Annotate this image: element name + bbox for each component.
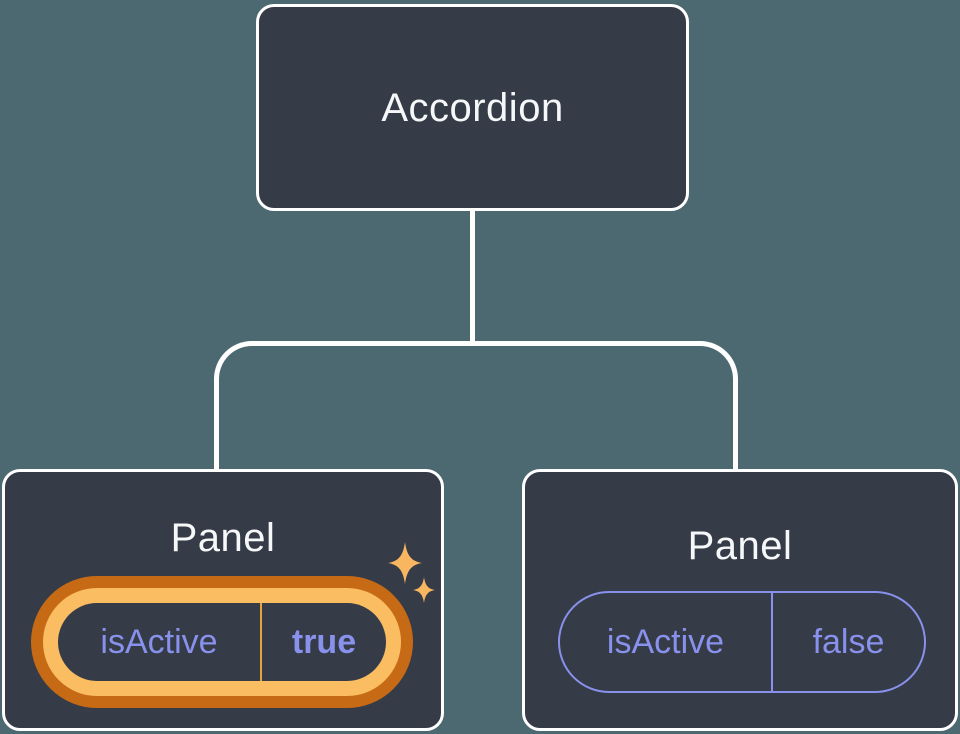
state-prop-value: true <box>260 603 386 681</box>
panel-node-inactive: Panel isActive false <box>522 469 958 731</box>
panel-node-active: Panel isActive true <box>2 469 444 731</box>
panel-node-label: Panel <box>687 524 793 568</box>
accordion-node-label: Accordion <box>381 85 564 130</box>
state-pill-inactive: isActive false <box>558 591 926 693</box>
connector-branch-bracket <box>214 341 738 469</box>
state-prop-name: isActive <box>100 622 218 661</box>
accordion-node: Accordion <box>256 4 689 211</box>
state-pill-active: isActive true <box>31 576 413 708</box>
sparkles-icon <box>388 542 435 603</box>
state-pill-active-inner: isActive true <box>58 603 386 681</box>
state-prop-value: false <box>771 593 924 691</box>
connector-trunk-line <box>470 209 475 344</box>
state-prop-name: isActive <box>606 622 725 661</box>
panel-node-label: Panel <box>170 516 276 560</box>
